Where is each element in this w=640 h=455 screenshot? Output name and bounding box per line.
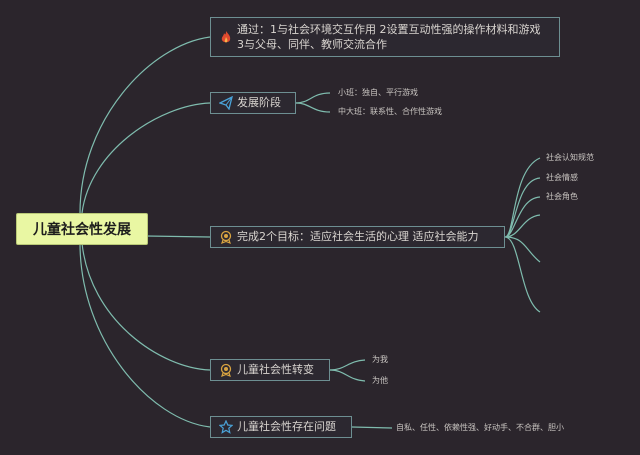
leaf-social-role: 社会角色	[546, 192, 578, 201]
branch-2-label: 发展阶段	[237, 96, 281, 109]
connector-branch-3	[145, 235, 211, 238]
connector-branch-5	[79, 242, 211, 428]
leaf-for-others: 为他	[372, 376, 388, 385]
connector-fan-3	[504, 157, 541, 313]
branch-1-line-2: 3与父母、同伴、教师交流合作	[237, 38, 387, 51]
connector-leaf-2-2	[295, 102, 331, 113]
fire-icon	[221, 31, 231, 43]
leaf-for-self: 为我	[372, 355, 388, 364]
connector-branch-1	[79, 36, 211, 214]
branch-5-label: 儿童社会性存在问题	[237, 420, 336, 433]
leaf-stage-middle-large: 中大班：联系性、合作性游戏	[338, 107, 442, 116]
connector-branch-2	[81, 102, 211, 214]
leaf-social-emotion: 社会情感	[546, 173, 578, 182]
star-icon	[219, 420, 233, 434]
connector-leaf-5-1	[351, 426, 393, 429]
branch-3-label: 完成2个目标：适应社会生活的心理 适应社会能力	[237, 230, 479, 243]
branch-node-goals[interactable]: 完成2个目标：适应社会生活的心理 适应社会能力	[210, 226, 505, 248]
branch-1-line-1: 通过：1与社会环境交互作用 2设置互动性强的操作材料和游戏	[237, 23, 541, 36]
medal-icon	[220, 363, 232, 377]
branch-node-stages[interactable]: 发展阶段	[210, 92, 296, 114]
branch-node-transition[interactable]: 儿童社会性转变	[210, 359, 330, 381]
connector-leaf-4-2	[329, 369, 366, 382]
branch-node-approaches[interactable]: 通过：1与社会环境交互作用 2设置互动性强的操作材料和游戏 3与父母、同伴、教师…	[210, 17, 560, 57]
root-label: 儿童社会性发展	[33, 222, 131, 238]
leaf-problem-list: 自私、任性、依赖性强、好动手、不合群、胆小	[396, 423, 564, 432]
branch-node-problems[interactable]: 儿童社会性存在问题	[210, 416, 352, 438]
paper-plane-icon	[219, 96, 233, 110]
connector-leaf-2-1	[295, 92, 331, 104]
connector-leaf-4-1	[329, 359, 366, 371]
root-node[interactable]: 儿童社会性发展	[16, 213, 148, 245]
leaf-stage-small: 小班：独自、平行游戏	[338, 88, 418, 97]
leaf-social-norms: 社会认知规范	[546, 153, 594, 162]
connector-branch-4	[81, 242, 211, 371]
medal-icon	[220, 230, 232, 244]
branch-4-label: 儿童社会性转变	[237, 363, 314, 376]
